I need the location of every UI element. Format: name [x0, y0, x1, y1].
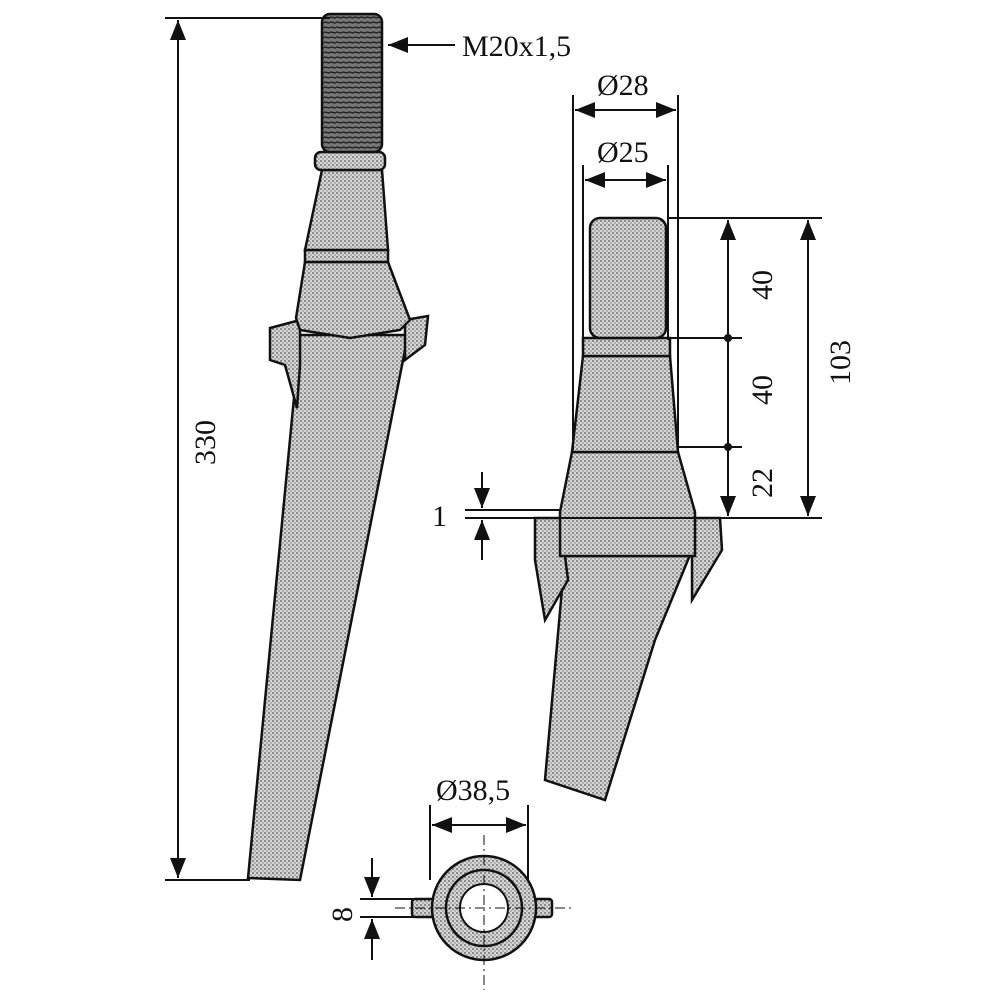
tine-detail-view [533, 216, 724, 802]
thread-label: M20x1,5 [462, 30, 571, 63]
seg3-label: 22 [746, 468, 779, 498]
seg1-label: 40 [746, 270, 779, 300]
tine-end-view: Ø38,5 8 [326, 774, 575, 990]
length-label: 330 [189, 420, 222, 465]
thread-callout: M20x1,5 [388, 30, 571, 63]
segment-dimensions: 40 40 22 103 1 [432, 217, 857, 560]
diameter-dimensions: Ø28 Ø25 [572, 69, 679, 450]
dia-outer-label: Ø28 [597, 69, 649, 102]
total-label: 103 [824, 340, 857, 385]
thickness-label: 8 [326, 907, 359, 922]
dia-inner-label: Ø25 [597, 136, 649, 169]
dia-bottom-label: Ø38,5 [436, 774, 510, 807]
gap-label: 1 [432, 500, 447, 533]
length-dimension: 330 [165, 17, 330, 881]
tine-side-view [246, 12, 430, 882]
seg2-label: 40 [746, 375, 779, 405]
